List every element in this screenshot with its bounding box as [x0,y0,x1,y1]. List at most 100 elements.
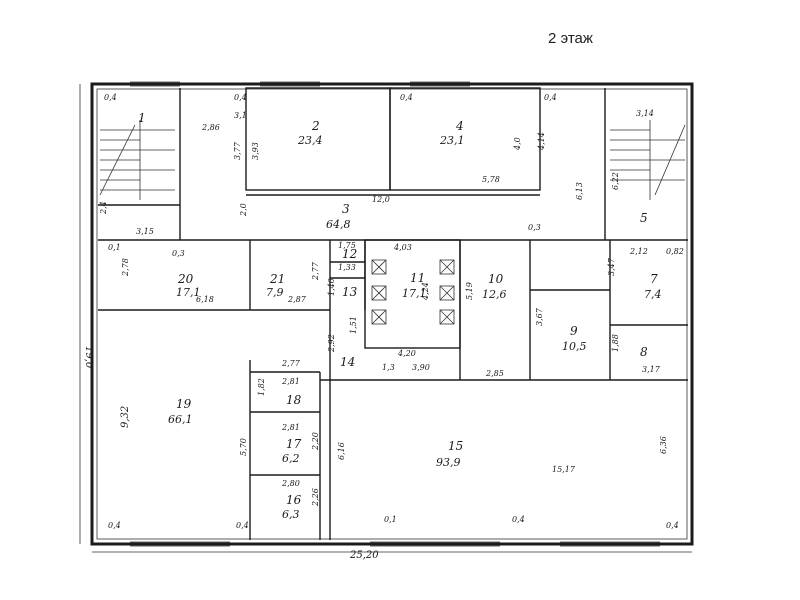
dim-label: 6,36 [659,436,668,454]
room-10-area: 12,6 [482,288,507,301]
inner-walls [98,87,688,540]
dim-label: 0,4 [234,93,247,102]
dim-label: 5,19 [465,282,474,300]
dim-label: 1,40 [327,278,336,296]
dim-label: 3,77 [233,141,242,160]
dim-label: 1,75 [338,241,356,250]
room-7-number: 7 [650,272,658,286]
dim-label: 0,4 [236,521,249,530]
dim-label: 3,93 [251,142,260,160]
vent-boxes [371,259,455,325]
dim-label: 2,81 [281,377,300,386]
room-10-number: 10 [488,272,504,286]
floor-title: 2 этаж [548,30,593,47]
room-16-area: 6,3 [282,508,300,521]
dim-label: 4,0 [513,137,522,151]
room-3-area: 64,8 [326,218,351,231]
dim-label: 6,22 [611,172,620,190]
dim-label: 6,18 [196,295,214,304]
room-2-area: 23,4 [297,134,323,147]
dim-label: 2,12 [629,247,648,256]
dim-label: 0,4 [108,521,121,530]
room-1-number: 1 [138,111,146,125]
dim-label: 5,70 [239,438,248,456]
room-3-number: 3 [342,202,350,216]
dim-label: 3,1 [234,111,247,120]
dim-label: 2,87 [287,295,307,304]
room-labels: 1 2 23,4 4 23,1 3 64,8 5 20 17,1 21 7,9 … [138,111,662,521]
dim-label: 2,77 [281,359,301,368]
room-12-number: 12 [342,247,357,261]
dim-label: 0,4 [666,521,679,530]
dim-label: 1,33 [338,263,356,272]
dim-label: 1,82 [257,378,266,396]
dim-label: 15,17 [552,465,576,474]
room-17-area: 6,2 [282,452,300,465]
room-4-area: 23,1 [439,134,465,147]
stairs-left [99,120,175,200]
dim-label: 9,32 [120,406,131,428]
room-5-number: 5 [640,211,648,225]
dim-label: 3,15 [136,227,154,236]
dim-label: 0,1 [108,243,121,252]
dim-label: 3,14 [636,109,654,118]
room-16-number: 16 [286,493,302,507]
dim-label: 2,81 [281,423,300,432]
dim-label: 2,26 [311,488,320,507]
dim-label: 1,51 [349,316,358,334]
room-11-number: 11 [410,271,425,285]
dim-label: 2,0 [239,203,248,217]
dim-label: 1,3 [382,363,395,372]
dim-label: 2,92 [327,334,336,353]
room-13-number: 13 [342,285,358,299]
dim-label: 2,86 [201,123,220,132]
room-15-number: 15 [448,439,463,453]
dim-label: 0,3 [172,249,185,258]
room-17-number: 17 [286,437,302,451]
room-11-area: 17,1 [402,287,427,300]
dim-label: 4,20 [397,349,416,358]
room-2-number: 2 [311,119,320,133]
outer-walls [90,82,694,546]
room-7-area: 7,4 [644,288,662,301]
room-21-number: 21 [269,272,285,286]
dim-label: 5,78 [482,175,500,184]
room-14-number: 14 [340,355,355,369]
room-20-number: 20 [177,272,194,286]
dim-label: 6,16 [337,442,346,460]
dim-label: 2,77 [311,261,320,281]
dim-label: 0,82 [666,247,684,256]
dimension-labels: 25,20 19,0 12,0 5,78 2,86 3,14 3,15 2,0 … [83,93,684,561]
room-19-number: 19 [176,397,192,411]
dimension-lines [79,84,692,553]
dim-label: 4,03 [393,243,412,252]
dim-label: 1,88 [611,334,620,352]
room-19-area: 66,1 [168,413,193,426]
room-8-number: 8 [640,345,648,359]
room-20-area: 17,1 [176,286,201,299]
dim-label: 0,3 [528,223,541,232]
dim-label: 3,90 [412,363,430,372]
dim-label: 3,47 [607,257,616,276]
dim-label: 4,14 [537,132,546,151]
dim-label: 0,4 [512,515,525,524]
dim-label: 0,4 [400,93,413,102]
dim-label: 2,85 [485,369,504,378]
dim-label: 3,67 [535,307,544,326]
dim-label: 0,1 [384,515,397,524]
room-4-number: 4 [455,119,464,133]
dim-label: 2,80 [281,479,300,488]
dim-label: 6,13 [575,182,584,200]
dim-label: 19,0 [83,346,94,369]
dim-label: 2,20 [311,432,320,451]
room-9-area: 10,5 [562,340,587,353]
dim-label: 25,20 [349,550,379,561]
window-marks [130,81,660,547]
dim-label: 3,17 [642,365,661,374]
room-21-area: 7,9 [266,286,284,299]
room-9-number: 9 [570,324,578,338]
dim-label: 2,78 [121,258,130,277]
dim-label: 2,4 [99,201,108,215]
dim-label: 12,0 [372,195,390,204]
